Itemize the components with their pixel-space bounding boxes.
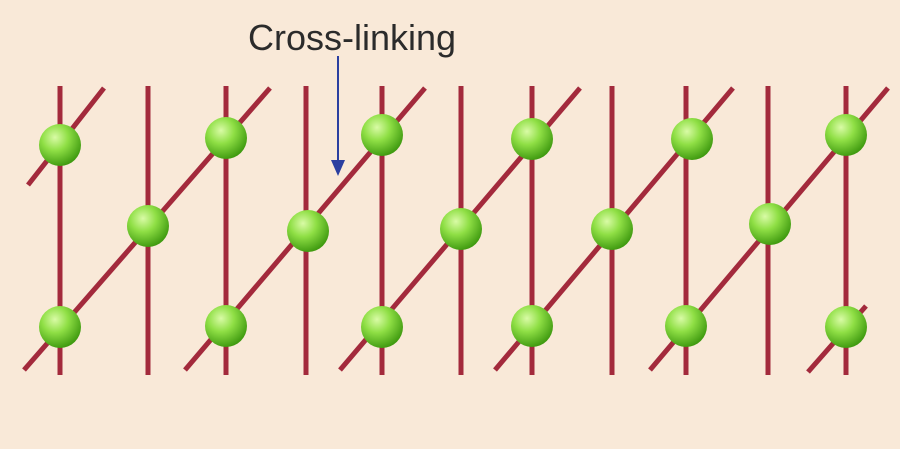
green-sphere-icon bbox=[825, 114, 867, 156]
arrow-down-icon bbox=[331, 56, 345, 176]
green-sphere-icon bbox=[205, 305, 247, 347]
cross-link-nodes bbox=[39, 114, 867, 348]
green-sphere-icon bbox=[511, 305, 553, 347]
arrow-head bbox=[331, 160, 345, 176]
cross-linking-label: Cross-linking bbox=[248, 17, 456, 58]
green-sphere-icon bbox=[665, 305, 707, 347]
green-sphere-icon bbox=[205, 117, 247, 159]
green-sphere-icon bbox=[39, 306, 81, 348]
green-sphere-icon bbox=[825, 306, 867, 348]
green-sphere-icon bbox=[440, 208, 482, 250]
green-sphere-icon bbox=[287, 210, 329, 252]
green-sphere-icon bbox=[361, 114, 403, 156]
annotation: Cross-linking bbox=[248, 17, 456, 176]
green-sphere-icon bbox=[671, 118, 713, 160]
green-sphere-icon bbox=[749, 203, 791, 245]
green-sphere-icon bbox=[361, 306, 403, 348]
green-sphere-icon bbox=[591, 208, 633, 250]
green-sphere-icon bbox=[127, 205, 169, 247]
green-sphere-icon bbox=[39, 124, 81, 166]
green-sphere-icon bbox=[511, 118, 553, 160]
